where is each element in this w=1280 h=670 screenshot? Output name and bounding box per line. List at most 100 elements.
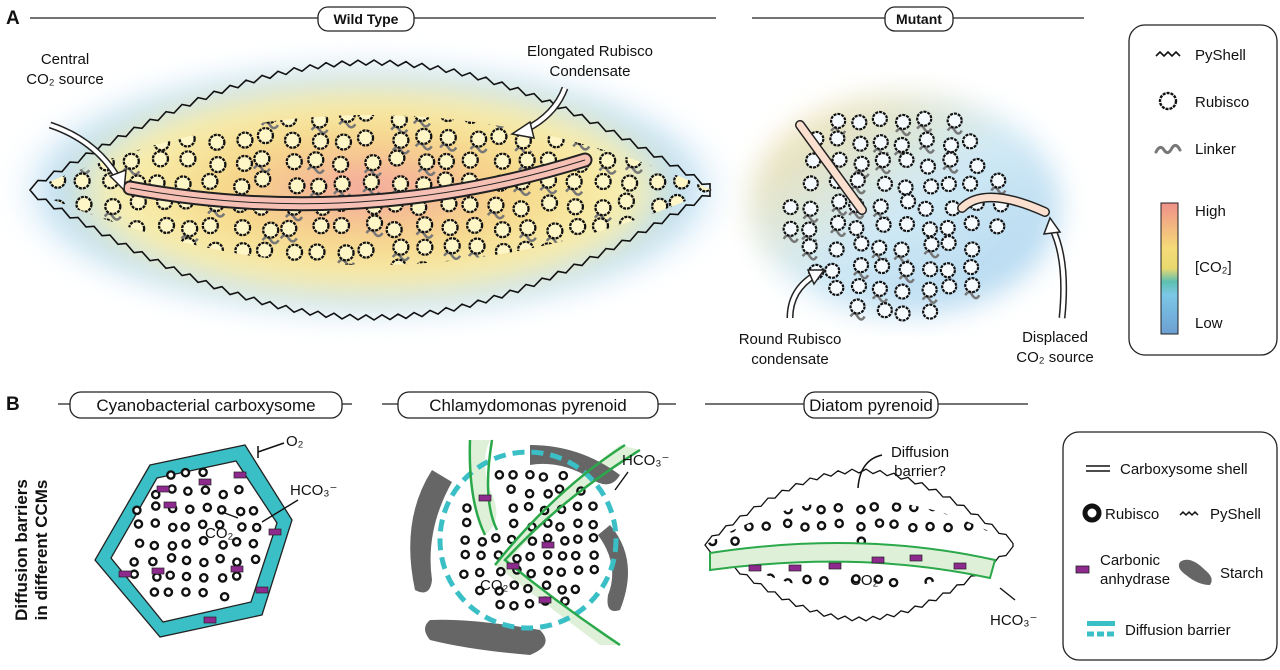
rubisco bbox=[588, 519, 598, 530]
rubisco bbox=[512, 200, 530, 218]
rubisco bbox=[873, 258, 891, 275]
arrowhead-icon bbox=[1042, 216, 1062, 235]
rubisco bbox=[254, 170, 272, 188]
linker bbox=[829, 228, 847, 238]
rubisco bbox=[543, 489, 553, 499]
linker bbox=[918, 145, 935, 154]
rubisco bbox=[898, 260, 915, 278]
linker bbox=[572, 142, 591, 151]
carboxysome-interior bbox=[110, 460, 278, 623]
rubisco bbox=[697, 115, 712, 122]
rubisco bbox=[998, 518, 1009, 529]
carbonic-anhydrase bbox=[233, 471, 247, 479]
rubisco bbox=[542, 533, 553, 544]
rubisco bbox=[848, 220, 865, 237]
carbonic-anhydrase bbox=[788, 564, 802, 572]
carboxysome-hco3-label: HCO₃⁻ bbox=[290, 482, 337, 499]
rubisco bbox=[828, 241, 845, 258]
carbonic-anhydrase bbox=[909, 554, 923, 562]
linker bbox=[363, 168, 382, 177]
carboxysome-title-pill bbox=[69, 391, 343, 419]
rubisco bbox=[332, 216, 351, 235]
wt-title: Wild Type bbox=[334, 11, 399, 27]
legend-shell: Carboxysome shell bbox=[1120, 461, 1248, 478]
elongated-condensate-label-1: Elongated Rubisco bbox=[527, 43, 653, 60]
chlamy-title-pill bbox=[397, 391, 659, 419]
rubisco bbox=[620, 174, 639, 192]
linker bbox=[849, 185, 866, 195]
panel-b-letter: B bbox=[6, 394, 20, 415]
rubisco bbox=[948, 596, 955, 603]
rubisco bbox=[231, 571, 242, 581]
rubisco bbox=[256, 126, 275, 145]
rubisco bbox=[943, 137, 960, 154]
rubisco bbox=[385, 220, 403, 239]
rubisco bbox=[181, 219, 199, 238]
linker bbox=[831, 207, 848, 216]
carbonic-anhydrase bbox=[748, 564, 762, 572]
chlamy-hco3-label: HCO₃⁻ bbox=[622, 452, 669, 469]
rubisco bbox=[163, 587, 174, 598]
co2-color-scale bbox=[1160, 202, 1179, 335]
rubisco bbox=[132, 505, 142, 516]
diatom-tubule bbox=[709, 542, 997, 580]
rubisco bbox=[541, 580, 552, 591]
linker bbox=[598, 166, 617, 175]
linker bbox=[916, 124, 933, 133]
rubisco bbox=[876, 302, 893, 319]
carbonic-anhydrase bbox=[268, 528, 282, 536]
rubisco bbox=[495, 599, 505, 610]
rubisco bbox=[922, 303, 939, 320]
diatom-barrier-label-2: barrier? bbox=[894, 463, 946, 480]
rubisco bbox=[280, 219, 298, 238]
rubisco bbox=[312, 217, 330, 235]
rubisco bbox=[893, 241, 910, 258]
linker bbox=[782, 234, 799, 244]
linker bbox=[252, 164, 271, 173]
arrowhead-icon bbox=[806, 269, 826, 286]
rubisco bbox=[437, 152, 456, 171]
legend-ca-1: Carbonic bbox=[1100, 552, 1161, 569]
rubisco bbox=[337, 244, 355, 262]
rubisco bbox=[209, 155, 227, 174]
rubisco bbox=[149, 587, 160, 597]
rubisco bbox=[851, 574, 861, 584]
rubisco bbox=[696, 262, 712, 265]
rubisco bbox=[849, 172, 866, 189]
rubisco bbox=[782, 199, 799, 216]
rubisco bbox=[874, 152, 891, 169]
linker bbox=[103, 212, 122, 221]
rubisco bbox=[198, 467, 208, 478]
rubisco bbox=[357, 115, 375, 122]
rubisco bbox=[591, 217, 610, 235]
starch-group bbox=[410, 445, 628, 655]
rubisco-icon bbox=[1158, 91, 1178, 111]
linker bbox=[284, 212, 304, 222]
carbonic-anhydrase bbox=[538, 596, 552, 604]
rubisco bbox=[236, 131, 254, 149]
rubisco bbox=[237, 522, 247, 532]
linker bbox=[310, 125, 329, 135]
rubisco bbox=[494, 470, 505, 480]
rubisco bbox=[512, 553, 522, 564]
rubisco bbox=[357, 241, 375, 259]
rubisco bbox=[508, 503, 519, 513]
o2-block-line bbox=[257, 442, 285, 453]
rubisco bbox=[181, 587, 191, 597]
rubisco bbox=[891, 502, 902, 512]
chlamy-title: Chlamydomonas pyrenoid bbox=[429, 396, 627, 415]
chlamy-diffusion-barrier bbox=[437, 449, 619, 631]
rubisco bbox=[572, 501, 583, 512]
rubisco bbox=[538, 472, 549, 482]
rubisco bbox=[816, 504, 826, 515]
rubisco bbox=[75, 195, 93, 214]
rubisco bbox=[157, 216, 176, 235]
rubisco bbox=[801, 238, 818, 255]
rubisco bbox=[831, 193, 848, 210]
diatom-title-pill bbox=[803, 391, 939, 419]
rubisco bbox=[830, 112, 847, 130]
rubisco bbox=[731, 597, 738, 604]
rubisco bbox=[712, 523, 723, 534]
rubisco bbox=[893, 136, 910, 154]
